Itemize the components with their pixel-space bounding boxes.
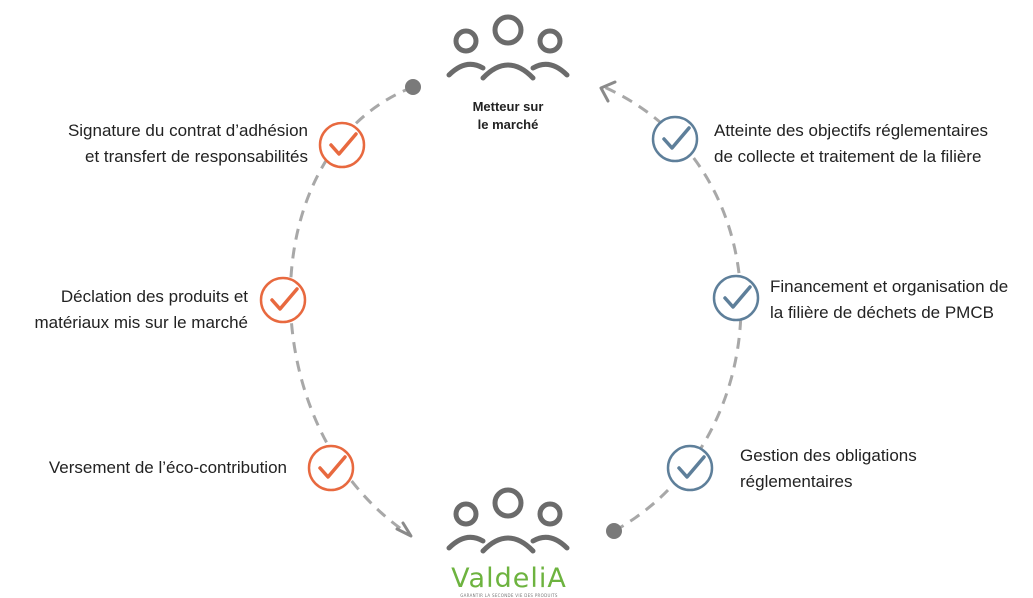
- cycle-dot-top: [405, 79, 421, 95]
- step-right-3-line1: Gestion des obligations: [740, 446, 917, 465]
- step-right-2-line1: Financement et organisation de: [770, 277, 1009, 296]
- cycle-dot-bottom: [606, 523, 622, 539]
- arrowhead-top-icon: [599, 80, 617, 103]
- step-left-1-line1: Signature du contrat d’adhésion: [67, 121, 308, 140]
- arrowhead-bottom-icon: [395, 521, 413, 538]
- top-actor-label: Metteur sur le marché: [448, 98, 568, 134]
- step-right-2-line2: la filière de déchets de PMCB: [770, 303, 994, 322]
- step-right-1-line1: Atteinte des objectifs réglementaires: [714, 121, 989, 140]
- brand-name: ValdeliA: [451, 563, 567, 594]
- step-left-2-line2: matériaux mis sur le marché: [34, 313, 248, 332]
- check-circle-icon-right-3: [666, 444, 714, 492]
- step-right-1: Atteinte des objectifs réglementaires de…: [714, 118, 988, 170]
- check-circle-icon-left-1: [318, 121, 366, 169]
- step-right-3: Gestion des obligations réglementaires: [740, 443, 917, 495]
- top-actor-label-line2: le marché: [477, 117, 539, 132]
- check-circle-icon-right-2: [712, 274, 760, 322]
- check-circle-icon-right-1: [651, 115, 699, 163]
- step-left-2-line1: Déclation des produits et: [60, 287, 248, 306]
- step-right-3-line2: réglementaires: [740, 472, 853, 491]
- step-left-1-line2: et transfert de responsabilités: [84, 147, 308, 166]
- step-right-1-line2: de collecte et traitement de la filière: [714, 147, 982, 166]
- users-group-icon-top: [446, 14, 570, 81]
- check-circle-icon-left-2: [259, 276, 307, 324]
- step-left-2: Déclation des produits et matériaux mis …: [34, 284, 248, 336]
- users-group-icon-bottom: [446, 487, 570, 554]
- brand-tagline: garantir la seconde vie des produits: [460, 593, 558, 598]
- step-left-3: Versement de l’éco-contribution: [49, 455, 287, 481]
- brand-logo: ValdeliA garantir la seconde vie des pro…: [436, 565, 582, 598]
- step-left-1: Signature du contrat d’adhésion et trans…: [68, 118, 308, 170]
- step-left-3-line1: Versement de l’éco-contribution: [48, 458, 287, 477]
- step-right-2: Financement et organisation de la filièr…: [770, 274, 1008, 326]
- top-actor-label-line1: Metteur sur: [472, 99, 544, 114]
- check-circle-icon-left-3: [307, 444, 355, 492]
